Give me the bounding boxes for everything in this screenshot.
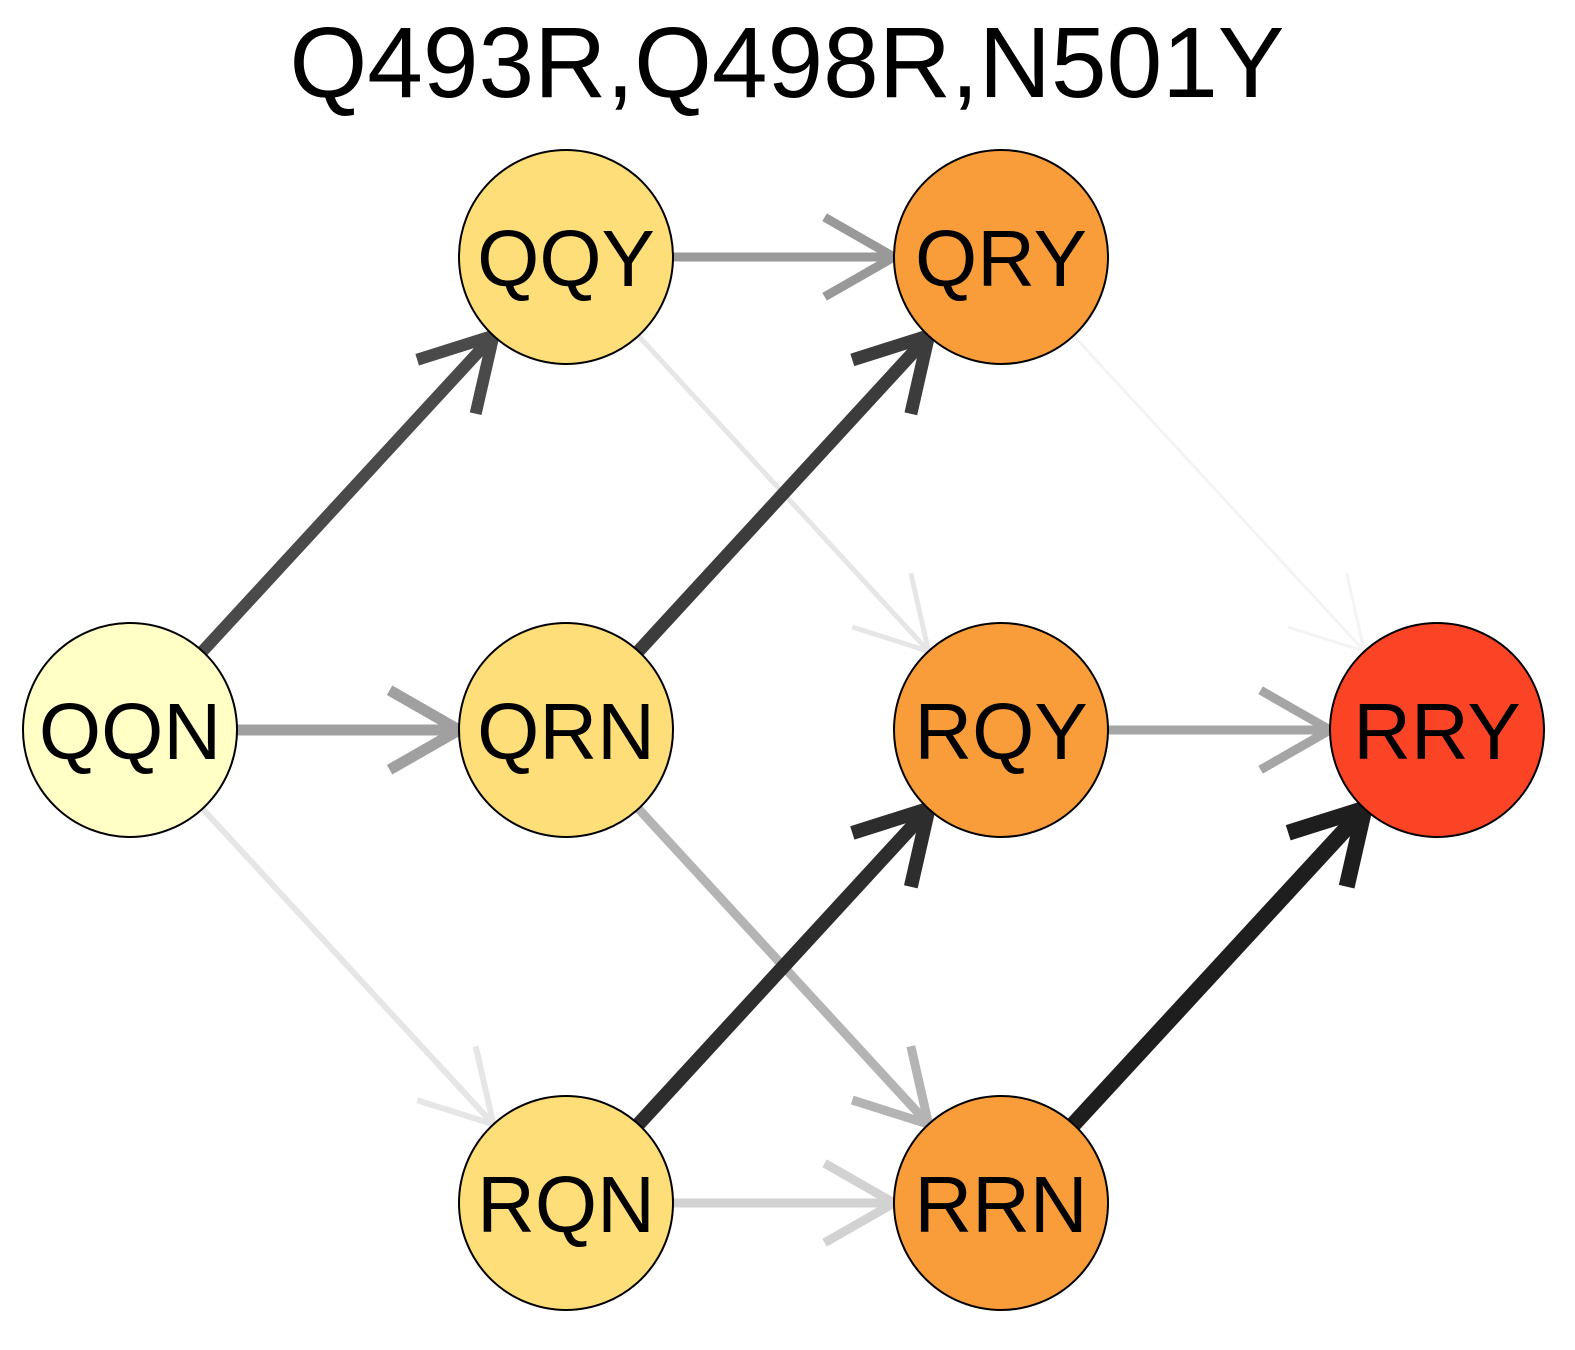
node-rqn: RQN [458, 1095, 674, 1311]
node-circle [1329, 622, 1545, 838]
edge-line [633, 331, 934, 656]
node-qrn: QRN [458, 622, 674, 838]
edge-qqn-qrn [237, 685, 471, 775]
edge-line [633, 804, 934, 1129]
edges-layer [198, 213, 1376, 1247]
node-label: QQY [477, 214, 655, 303]
node-circle [893, 622, 1109, 838]
node-circle [893, 149, 1109, 365]
node-label: RQY [914, 687, 1087, 776]
edge-line [1067, 803, 1371, 1130]
node-label: QRN [477, 687, 655, 776]
edge-qqn-rqn [200, 806, 498, 1129]
edge-line [200, 806, 496, 1127]
node-circle [458, 149, 674, 365]
node-label: RRN [914, 1160, 1087, 1249]
node-label: RRY [1353, 687, 1520, 776]
edge-qry-rry [1072, 334, 1367, 654]
node-circle [458, 622, 674, 838]
node-label: QQN [39, 687, 221, 776]
edge-rqy-rry [1108, 686, 1340, 774]
node-circle [458, 1095, 674, 1311]
node-rqy: RQY [893, 622, 1109, 838]
node-rrn: RRN [893, 1095, 1109, 1311]
node-qqn: QQN [22, 622, 238, 838]
node-circle [22, 622, 238, 838]
edge-qqy-qry [673, 213, 904, 301]
node-qqy: QQY [458, 149, 674, 365]
node-circle [893, 1095, 1109, 1311]
edge-line [198, 331, 498, 656]
edge-line [1072, 334, 1366, 653]
edge-rrn-rry [1067, 796, 1376, 1130]
node-label: RQN [477, 1160, 655, 1249]
node-rry: RRY [1329, 622, 1545, 838]
edge-qqn-qqy [198, 326, 502, 656]
diagram-title: Q493R,Q498R,N501Y [289, 7, 1284, 119]
nodes-layer: QQN QQY QRN RQN QRY RQY RRN RRY [22, 149, 1545, 1311]
node-label: QRY [915, 214, 1087, 303]
edge-rqn-rrn [673, 1159, 904, 1247]
node-qry: QRY [893, 149, 1109, 365]
